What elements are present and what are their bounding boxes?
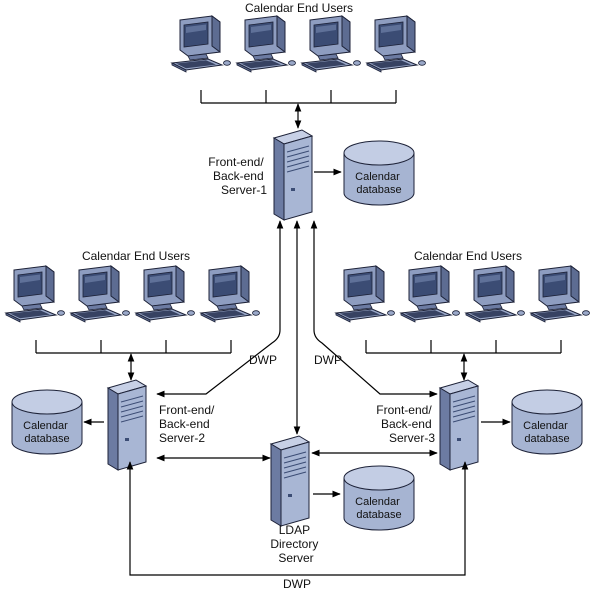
workstation-icon — [335, 265, 395, 323]
top-users-bus — [200, 90, 397, 129]
workstation-icon — [301, 15, 361, 73]
workstation-icon — [400, 265, 460, 323]
database-2: Calendar database — [11, 389, 83, 455]
workstation-icon — [5, 265, 65, 323]
server-1-label: Front-end/ Back-end Server-1 — [208, 155, 267, 197]
svg-text:Calendar database: Calendar database — [355, 171, 403, 196]
workstation-icon — [171, 15, 231, 73]
ldap-server-label: LDAP Directory Server — [270, 523, 321, 565]
ldap-server-tower-icon — [270, 435, 310, 527]
right-users-title: Calendar End Users — [414, 249, 522, 263]
right-workstations — [335, 265, 590, 323]
database-1: Calendar database — [343, 140, 415, 206]
server-3-label: Front-end/ Back-end Server-3 — [376, 403, 435, 445]
server-3-tower-icon — [439, 379, 479, 471]
svg-text:Calendar database: Calendar database — [523, 420, 571, 445]
dwp-label-bottom: DWP — [283, 577, 311, 591]
workstation-icon — [530, 265, 590, 323]
right-users-bus — [365, 340, 562, 381]
server-2-tower-icon — [107, 379, 147, 471]
top-users-title: Calendar End Users — [245, 1, 353, 15]
workstation-icon — [200, 265, 260, 323]
left-users-bus — [35, 340, 232, 381]
database-3: Calendar database — [511, 389, 583, 455]
dwp-label-middle: DWP — [314, 353, 342, 367]
svg-text:Calendar database: Calendar database — [23, 420, 71, 445]
workstation-icon — [236, 15, 296, 73]
left-users-title: Calendar End Users — [82, 249, 190, 263]
server-2-label: Front-end/ Back-end Server-2 — [159, 403, 218, 445]
workstation-icon — [366, 15, 426, 73]
dwp-label-left: DWP — [249, 353, 277, 367]
svg-text:Calendar database: Calendar database — [355, 496, 403, 521]
top-workstations — [171, 15, 426, 73]
workstation-icon — [70, 265, 130, 323]
server-1-tower-icon — [273, 129, 313, 221]
workstation-icon — [465, 265, 525, 323]
left-workstations — [5, 265, 260, 323]
connections — [126, 220, 469, 576]
database-ldap: Calendar database — [343, 465, 415, 531]
workstation-icon — [135, 265, 195, 323]
